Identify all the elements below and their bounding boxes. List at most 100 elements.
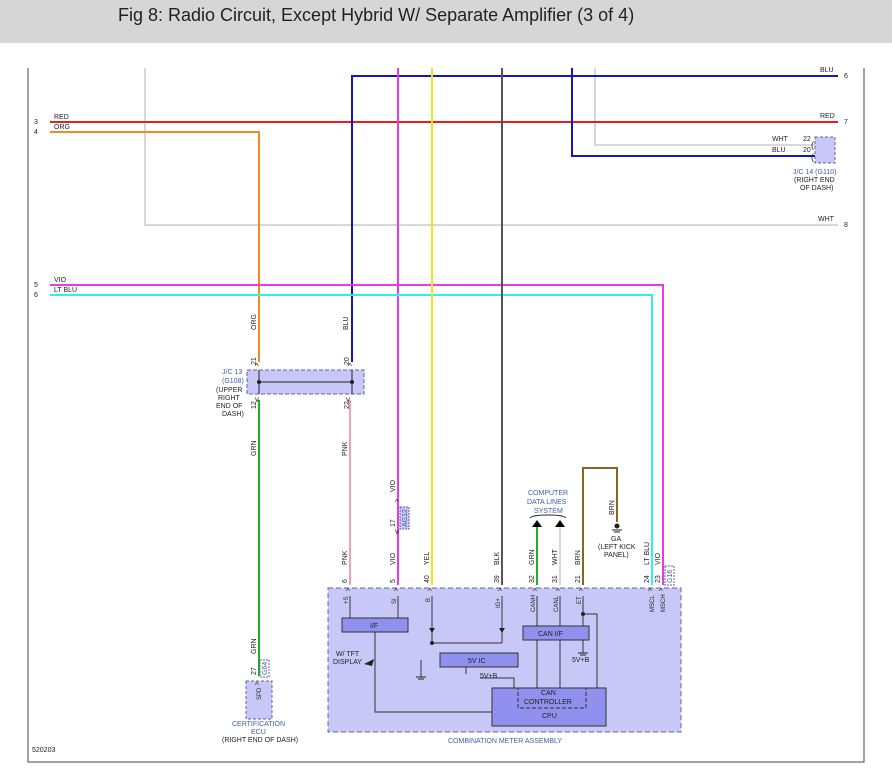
cdl-line1: COMPUTER [528,490,568,497]
svg-text:(: ( [811,152,814,162]
meter-if-label: I/F [370,623,378,630]
cert-ecu-pin: 27 [251,667,258,675]
cert-ecu-code: G64 [262,662,269,675]
cert-ecu-name3: (RIGHT END OF DASH) [222,737,298,744]
meter-pin-31: 31 [552,575,559,583]
diagram-frame [27,68,865,763]
label-blue-right: BLU [820,67,834,74]
svg-text:^: ^ [648,587,652,596]
wire-blue [351,68,838,362]
jc14-label-wht: WHT [772,136,789,143]
certification-ecu: GRN 27 G64 ^ SPD CERTIFICATION ECU (RIGH… [222,638,298,744]
label-red-right: RED [820,113,835,120]
wire-violet-horizontal [50,284,664,585]
meter-func-mscl: MSCL [650,595,656,612]
meter-pin-39: 39 [494,575,501,583]
meter-func-canh: CANH [531,595,537,612]
jc14-connector: ( ( WHT 22 BLU 20 J/C 14 (G110) (RIGHT E… [772,136,836,192]
meter-name: COMBINATION METER ASSEMBLY [448,738,562,745]
meter-5v-b-label: 5V+B [480,673,498,680]
meter-wire-label-grn: GRN [529,549,536,565]
meter-wire-label-ltblu: LT BLU [644,542,651,565]
meter-func-si: SI [392,598,398,604]
left-pin-red: 3 [34,119,38,126]
meter-wire-label-vio: VIO [390,552,397,565]
meter-if-block [341,617,409,633]
wire-white [144,68,838,226]
meter-tft1: W/ TFT [336,651,360,658]
vio-connector-code: AG12 [402,509,409,527]
meter-5v-ic-block [439,652,519,668]
svg-text:^: ^ [498,587,502,596]
ground-ga-sub1: (LEFT KICK [598,544,636,551]
svg-text:v: v [255,395,259,404]
svg-text:v: v [395,527,399,536]
wire-brown [582,467,618,585]
meter-pin-6: 6 [342,579,349,583]
label-lt-blue-left: LT BLU [54,287,77,294]
jc13-label1: J/C 13 [222,369,242,376]
jc14-label: J/C 14 (G110) [793,169,836,176]
jc14-pin-blu: 20 [803,147,811,154]
cdl-line3: SYSTEM [534,508,563,515]
jc13-pin-org: 21 [251,357,258,365]
meter-pin-21: 21 [575,575,582,583]
meter-pin-5: 5 [390,579,397,583]
meter-pin-32: 32 [529,575,536,583]
meter-cpu-label: CPU [542,713,557,720]
figure-title: Fig 8: Radio Circuit, Except Hybrid W/ S… [118,5,635,25]
jc13-connector: ^ ^ v v 21 20 12 22 J/C 13 (G108) (UPPER… [216,357,365,418]
label-white-right: WHT [818,216,835,223]
meter-func-msch: MSCH [661,594,667,612]
vio-connector-ag12: 17 AG12 v ^ [390,498,410,536]
computer-data-lines-system: COMPUTER DATA LINES SYSTEM [527,490,568,527]
meter-can-if-block [522,625,590,641]
jc14-pin-wht: 22 [803,136,811,143]
label-brown-vertical: BRN [609,500,616,515]
left-pin-orange: 4 [34,129,38,136]
svg-text:^: ^ [255,362,259,371]
cert-ecu-name1: CERTIFICATION [232,721,285,728]
meter-func-s: +S [344,596,350,604]
svg-text:^: ^ [579,587,583,596]
label-green-vertical: GRN [251,440,258,456]
meter-wire-label-brn: BRN [575,550,582,565]
jc14-sub2: OF DASH) [800,185,833,192]
wire-lt-blue [50,294,653,585]
figure-header: Fig 8: Radio Circuit, Except Hybrid W/ S… [0,0,892,43]
label-orange-vertical: ORG [251,314,258,330]
jc14-sub1: (RIGHT END [794,177,835,184]
svg-text:^: ^ [395,498,399,507]
meter-5v-ic-label: 5V IC [468,658,486,665]
jc13-pin-pnk: 22 [344,401,351,409]
meter-connector-code: G16 [667,570,674,583]
svg-text:v: v [346,395,350,404]
combination-meter-assembly: ^^^ ^^^ ^^^ +S SI B IG+ CANH CANL ET MSC… [327,587,682,745]
meter-wire-label-yel: YEL [424,552,431,565]
svg-text:^: ^ [394,587,398,596]
label-orange-left: ORG [54,124,70,131]
meter-func-canl: CANL [554,595,560,612]
meter-func-et: ET [577,596,583,604]
label-violet-vertical: VIO [390,479,397,492]
meter-controller-label: CONTROLLER [524,699,572,706]
jc13-sub4: DASH) [222,411,244,418]
svg-text:^: ^ [428,587,432,596]
meter-func-ig: IG+ [496,598,502,608]
jc13-sub3: END OF [216,403,242,410]
meter-pin-40: 40 [424,575,431,583]
meter-func-b: B [426,598,432,602]
meter-can-if-label: CAN I/F [538,631,563,638]
svg-text:^: ^ [556,587,560,596]
meter-wire-label-pnk: PNK [342,550,349,565]
label-pink-vertical: PNK [342,441,349,456]
label-red-left: RED [54,114,69,121]
svg-text:^: ^ [346,587,350,596]
meter-cpu-block [491,687,607,727]
svg-text:^: ^ [659,587,663,596]
ground-ga-name: GA [611,536,621,543]
left-pin-violet: 5 [34,282,38,289]
wire-orange [50,131,260,362]
right-pin-red: 7 [844,119,848,126]
